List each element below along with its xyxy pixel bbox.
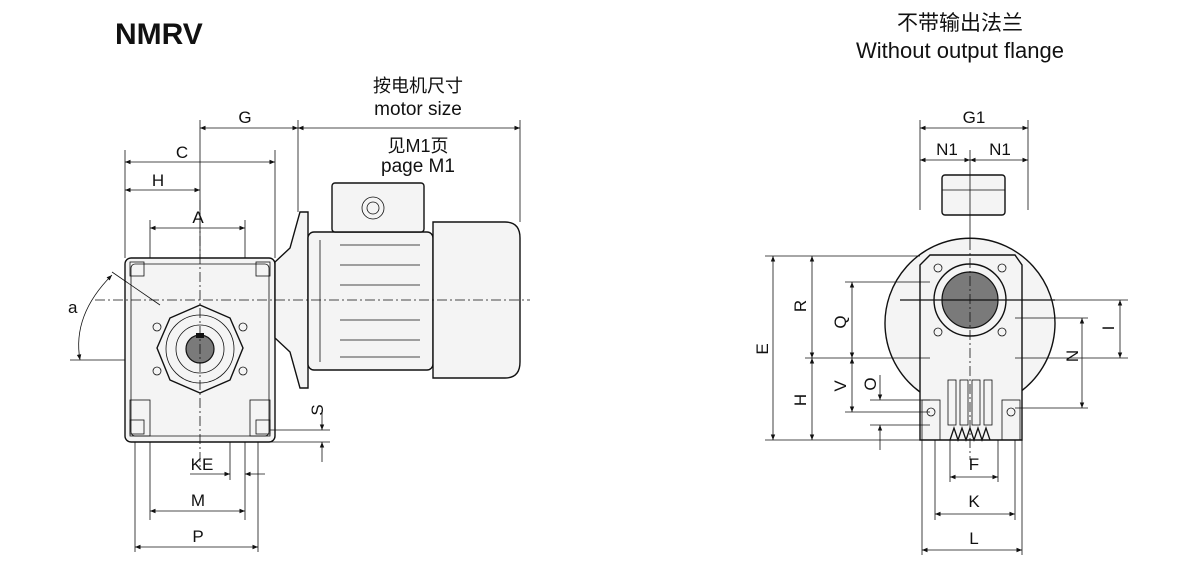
dim-C-label: C (176, 143, 188, 162)
dim-M-label: M (191, 491, 205, 510)
terminal-box-front (941, 174, 1006, 216)
dim-I-label: I (1099, 326, 1118, 331)
motor-flange (274, 211, 309, 389)
front-view-dimensions: G1 N1 N1 E R H Q V O (753, 108, 1128, 555)
dim-R-label: R (791, 300, 810, 312)
dim-L-label: L (969, 529, 978, 548)
right-title-en: Without output flange (856, 38, 1064, 63)
dim-V-label: V (831, 380, 850, 392)
dim-G1-label: G1 (963, 108, 986, 127)
motor-note-line3: 见M1页 (387, 136, 448, 156)
dim-K-label: K (968, 492, 980, 511)
dim-N1-right-label: N1 (989, 140, 1011, 159)
dim-Q-label: Q (831, 315, 850, 328)
side-view-dimensions: G 按电机尺寸 motor size 见M1页 page M1 C H A a … (68, 76, 521, 552)
model-title: NMRV (115, 18, 203, 51)
dim-S-label: S (308, 404, 327, 415)
dim-P-label: P (192, 527, 203, 546)
motor-note-line4: page M1 (381, 156, 455, 177)
dim-F-label: F (969, 455, 979, 474)
motor-note-line2: motor size (374, 99, 462, 120)
dim-H-label: H (152, 171, 164, 190)
right-title-cn: 不带输出法兰 (897, 12, 1023, 35)
dim-E-label: E (753, 343, 772, 354)
dim-N1-left-label: N1 (936, 140, 958, 159)
dim-H-front-label: H (791, 394, 810, 406)
terminal-box (331, 182, 425, 233)
dim-G-label: G (238, 108, 251, 127)
side-view-drawing (95, 182, 530, 470)
dim-KE-label: KE (191, 455, 214, 474)
motor-body (307, 231, 434, 371)
dim-O-label: O (861, 377, 880, 390)
motor-note-line1: 按电机尺寸 (373, 76, 463, 96)
dim-A-label: A (192, 208, 204, 227)
dim-N-label: N (1063, 350, 1082, 362)
dim-a-label: a (68, 298, 78, 317)
front-view-drawing (884, 174, 1056, 460)
